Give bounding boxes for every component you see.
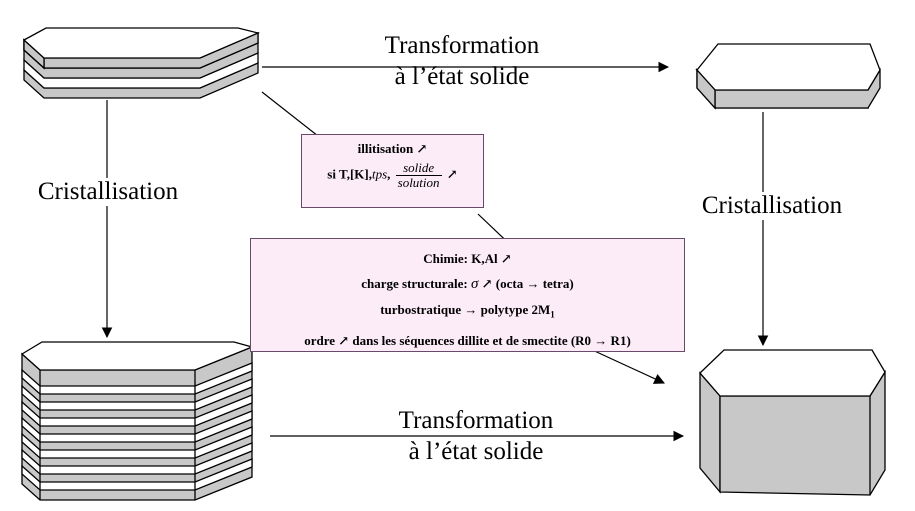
structural-changes-box: Chimie: K,Al ↗ charge structurale: σ ↗ (… xyxy=(250,238,685,352)
left-crystallisation-label: Cristallisation xyxy=(18,178,198,206)
bottom-transformation-label: Transformation à l’état solide xyxy=(376,405,576,467)
structural-charge-suffix: ↗ (octa → tetra) xyxy=(481,276,574,291)
conditions-suffix: ↗ xyxy=(446,166,458,182)
fraction-denominator: solution xyxy=(397,175,440,190)
conditions-line: si T,[K],tps, solide solution ↗ xyxy=(302,161,483,190)
chemistry-line: Chimie: K,Al ↗ xyxy=(423,251,512,266)
illitisation-condition-box: illitisation ↗ si T,[K],tps, solide solu… xyxy=(301,134,484,208)
bottom-transformation-line1: Transformation xyxy=(398,407,554,434)
thin-layered-crystal-top-left xyxy=(22,27,261,99)
structural-charge-prefix: charge structurale: xyxy=(361,276,468,291)
structural-charge-line: charge structurale: σ ↗ (octa → tetra) xyxy=(251,271,684,297)
thick-layered-crystal-bottom-left xyxy=(20,341,255,501)
polytype-prefix: turbostratique → polytype 2M xyxy=(380,302,551,317)
illitisation-line: illitisation ↗ xyxy=(357,141,428,156)
top-transformation-line1: Transformation xyxy=(384,32,540,59)
polytype-line: turbostratique → polytype 2M1 xyxy=(251,297,684,328)
top-transformation-line2: à l’état solide xyxy=(394,63,530,90)
polytype-subscript: 1 xyxy=(550,309,555,320)
bottom-transformation-line2: à l’état solide xyxy=(408,438,544,465)
conditions-prefix: si T,[K], xyxy=(327,166,372,182)
conditions-tps: tps xyxy=(371,166,388,182)
order-line: ordre ↗ dans les séquences dillite et de… xyxy=(304,332,631,348)
top-transformation-label: Transformation à l’état solide xyxy=(362,30,562,92)
right-crystallisation-label: Cristallisation xyxy=(682,192,862,220)
thick-prism-bottom-right xyxy=(699,349,886,496)
solid-solution-fraction: solide solution xyxy=(395,161,442,190)
sigma-symbol: σ xyxy=(470,276,479,292)
thin-prism-top-right xyxy=(695,43,881,110)
conditions-comma: , xyxy=(387,166,391,182)
fraction-numerator: solide xyxy=(395,161,442,176)
